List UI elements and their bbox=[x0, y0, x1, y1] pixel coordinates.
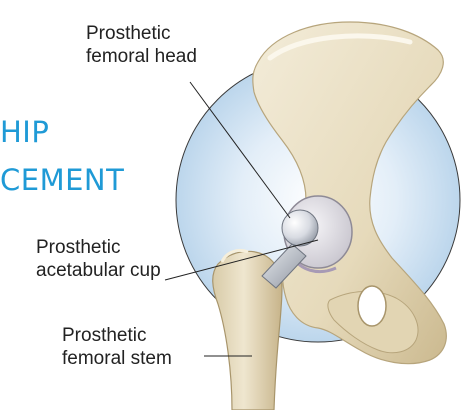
label-acetabular-cup-line1: Prosthetic bbox=[36, 236, 161, 259]
label-femoral-head-line2: femoral head bbox=[86, 45, 197, 68]
obturator-foramen bbox=[358, 286, 386, 326]
label-femoral-head-line1: Prosthetic bbox=[86, 22, 197, 45]
label-femoral-stem: Prosthetic femoral stem bbox=[62, 324, 172, 370]
title-line-2: CEMENT bbox=[0, 166, 124, 195]
label-acetabular-cup: Prosthetic acetabular cup bbox=[36, 236, 161, 282]
title-line-1: HIP bbox=[0, 118, 49, 147]
label-acetabular-cup-line2: acetabular cup bbox=[36, 259, 161, 282]
label-femoral-stem-line1: Prosthetic bbox=[62, 324, 172, 347]
label-femoral-head: Prosthetic femoral head bbox=[86, 22, 197, 68]
prosthetic-femoral-head bbox=[282, 210, 318, 246]
label-femoral-stem-line2: femoral stem bbox=[62, 347, 172, 370]
